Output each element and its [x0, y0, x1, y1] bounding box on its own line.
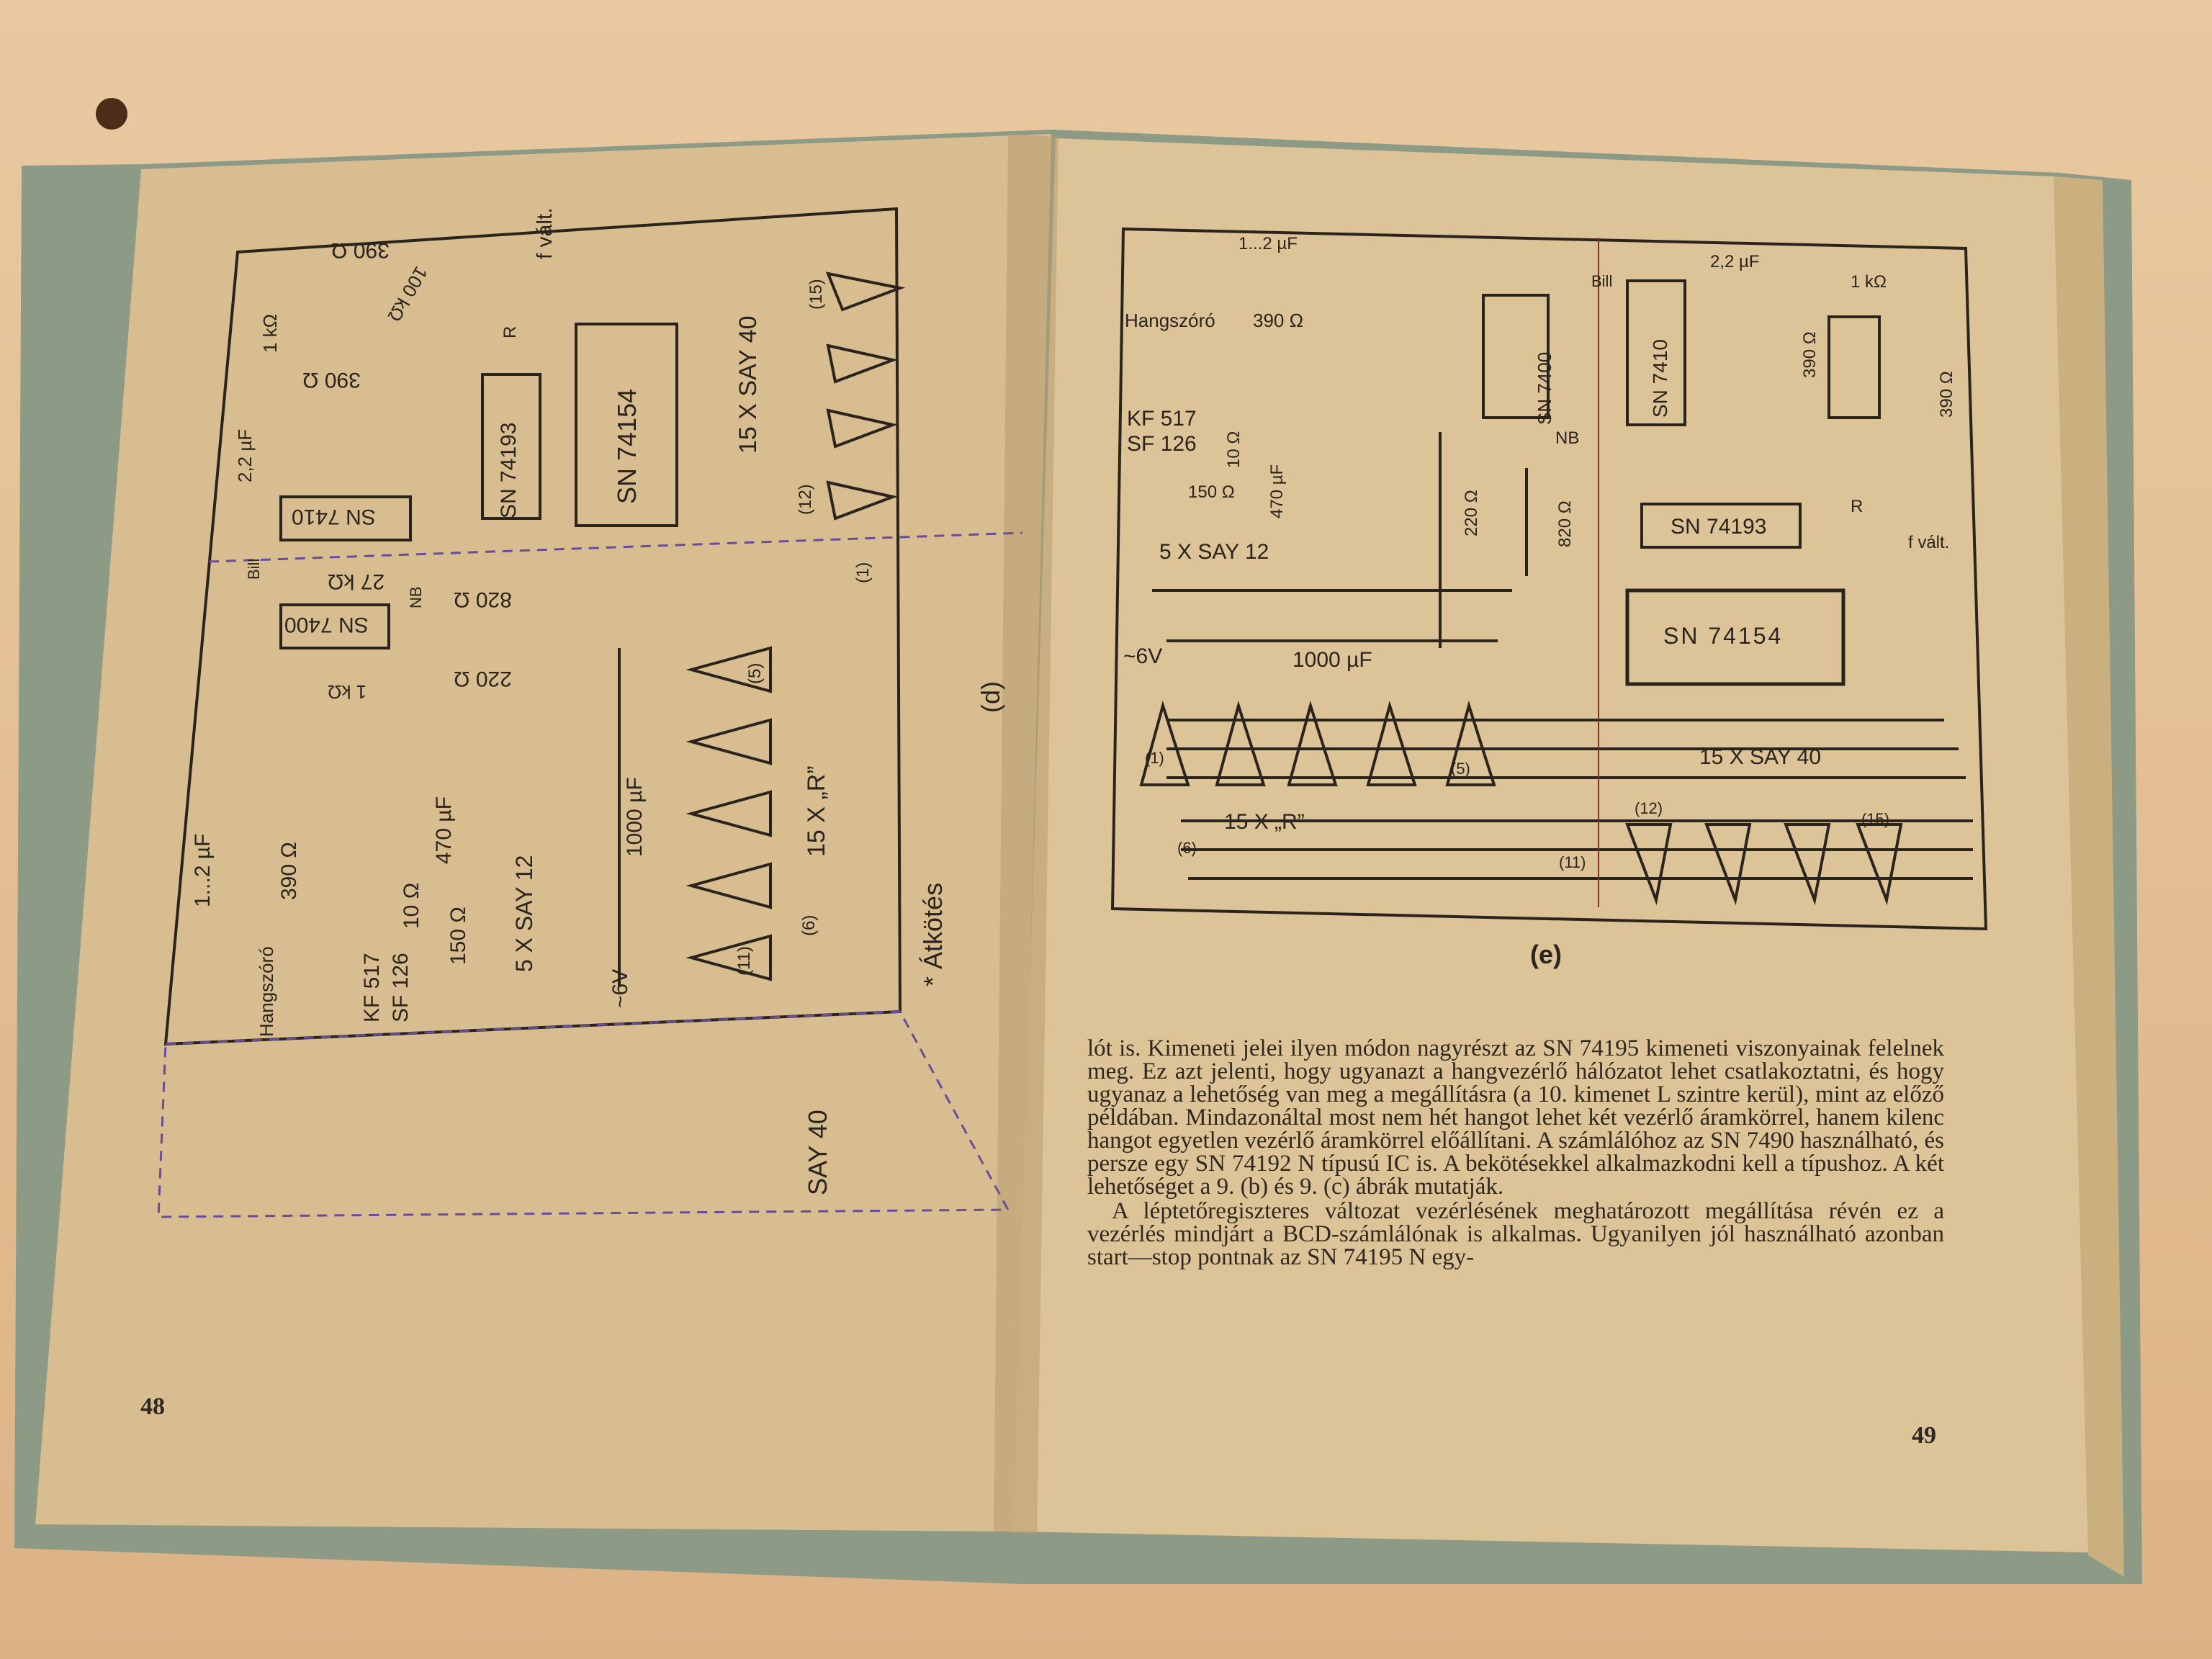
right-label-n5: (5) — [1451, 760, 1470, 778]
left-label-27k: 27 kΩ — [328, 570, 385, 593]
left-label-390c: 390 Ω — [277, 842, 301, 900]
left-label-kf517: KF 517 — [360, 953, 384, 1022]
wood-knot — [96, 98, 127, 130]
body-text: lót is. Kimeneti jelei ilyen módon nagyr… — [1087, 1037, 1944, 1270]
right-label-5xsay12: 5 X SAY 12 — [1159, 540, 1269, 564]
right-label-1000uF: 1000 µF — [1292, 648, 1372, 672]
left-label-22uF: 2,2 µF — [234, 428, 256, 482]
left-page-number: 48 — [140, 1393, 165, 1420]
right-label-kf517: KF 517 — [1127, 407, 1197, 431]
left-label-bill: Bill — [245, 558, 263, 580]
left-label-1k-bottom: 1 kΩ — [328, 681, 367, 703]
left-label-390b: 390 Ω — [302, 368, 361, 392]
right-label-nb: NB — [1555, 428, 1580, 448]
right-page-number: 49 — [1912, 1422, 1936, 1449]
left-label-n1: (1) — [853, 562, 873, 583]
right-label-sn74193: SN 74193 — [1671, 515, 1767, 539]
right-label-bill: Bill — [1591, 272, 1613, 290]
right-label-220: 220 Ω — [1462, 490, 1481, 536]
left-label-cap: 1...2 µF — [191, 833, 215, 907]
left-label-fvalt: f vált. — [533, 207, 557, 259]
left-label-150: 150 Ω — [446, 907, 470, 965]
left-label-sn7400: SN 7400 — [284, 613, 369, 637]
right-label-sn7410: SN 7410 — [1649, 339, 1671, 418]
right-page — [1013, 138, 2088, 1552]
right-label-15xsay40: 15 X SAY 40 — [1699, 745, 1822, 769]
right-label-150: 150 Ω — [1188, 482, 1235, 502]
left-label-say40: SAY 40 — [803, 1110, 832, 1195]
right-label-15xR: 15 X „R” — [1224, 810, 1305, 834]
page-edges — [2054, 176, 2124, 1577]
right-label-sn74154: SN 74154 — [1663, 623, 1784, 649]
left-label-220: 220 Ω — [454, 667, 512, 691]
left-footnote: * Átkötés — [918, 882, 948, 986]
left-label-15xR: 15 X „R” — [803, 765, 830, 857]
right-label-speaker: Hangszóró — [1125, 310, 1215, 331]
left-label-820: 820 Ω — [454, 588, 512, 611]
left-circuit-board — [157, 207, 1023, 1218]
paragraph: A léptetőregiszteres változat vezérlésén… — [1087, 1198, 1944, 1270]
left-label-6v: ~6V — [608, 968, 632, 1008]
right-label-10: 10 Ω — [1224, 431, 1244, 468]
left-label-5xsay12: 5 X SAY 12 — [511, 855, 537, 972]
right-label-r: R — [1851, 497, 1863, 516]
right-label-n1: (1) — [1145, 749, 1164, 767]
left-label-n11: (11) — [734, 946, 754, 976]
right-label-n6: (6) — [1177, 839, 1197, 857]
left-label-n15: (15) — [806, 279, 826, 310]
left-label-sn7410: SN 7410 — [292, 505, 376, 529]
left-label-r: R — [500, 325, 520, 338]
left-figure-label: (d) — [976, 681, 1005, 713]
left-label-10: 10 Ω — [400, 882, 423, 929]
left-label-nb: NB — [407, 586, 425, 608]
right-label-n15: (15) — [1861, 810, 1890, 828]
right-circuit-board — [1110, 227, 1988, 931]
left-label-n12: (12) — [796, 484, 815, 515]
left-label-sn74193: SN 74193 — [497, 422, 521, 518]
left-label-n6: (6) — [799, 914, 819, 936]
right-label-sf126: SF 126 — [1127, 432, 1197, 456]
left-label-1000uF: 1000 µF — [623, 777, 647, 857]
left-label-speaker: Hangszóró — [256, 946, 277, 1037]
left-label-sn74154: SN 74154 — [612, 388, 642, 504]
right-label-390a: 390 Ω — [1253, 310, 1304, 331]
left-label-470uF: 470 µF — [432, 796, 456, 864]
left-label-sf126: SF 126 — [389, 953, 413, 1022]
paragraph: lót is. Kimeneti jelei ilyen módon nagyr… — [1087, 1035, 1944, 1200]
right-label-470: 470 µF — [1267, 464, 1287, 518]
left-label-n5: (5) — [745, 662, 765, 684]
right-label-390b: 390 Ω — [1800, 331, 1820, 378]
right-figure-label: (e) — [1530, 940, 1562, 969]
left-page — [35, 134, 1051, 1532]
left-label-390a: 390 Ω — [331, 238, 390, 262]
right-label-n12: (12) — [1635, 799, 1663, 817]
gutter-shadow — [994, 134, 1058, 1534]
left-label-1k-top: 1 kΩ — [259, 313, 281, 353]
right-label-390c: 390 Ω — [1937, 371, 1956, 418]
right-label-1k: 1 kΩ — [1851, 272, 1887, 292]
right-label-22uF: 2,2 µF — [1710, 252, 1760, 271]
right-label-6v: ~6V — [1123, 644, 1163, 668]
right-label-820: 820 Ω — [1555, 500, 1575, 547]
right-label-n11: (11) — [1559, 853, 1586, 871]
right-label-sn7400: SN 7400 — [1534, 351, 1555, 425]
right-label-cap: 1...2 µF — [1238, 234, 1298, 253]
right-label-fvalt: f vált. — [1908, 533, 1950, 552]
left-label-15xsay40: 15 X SAY 40 — [734, 315, 762, 454]
